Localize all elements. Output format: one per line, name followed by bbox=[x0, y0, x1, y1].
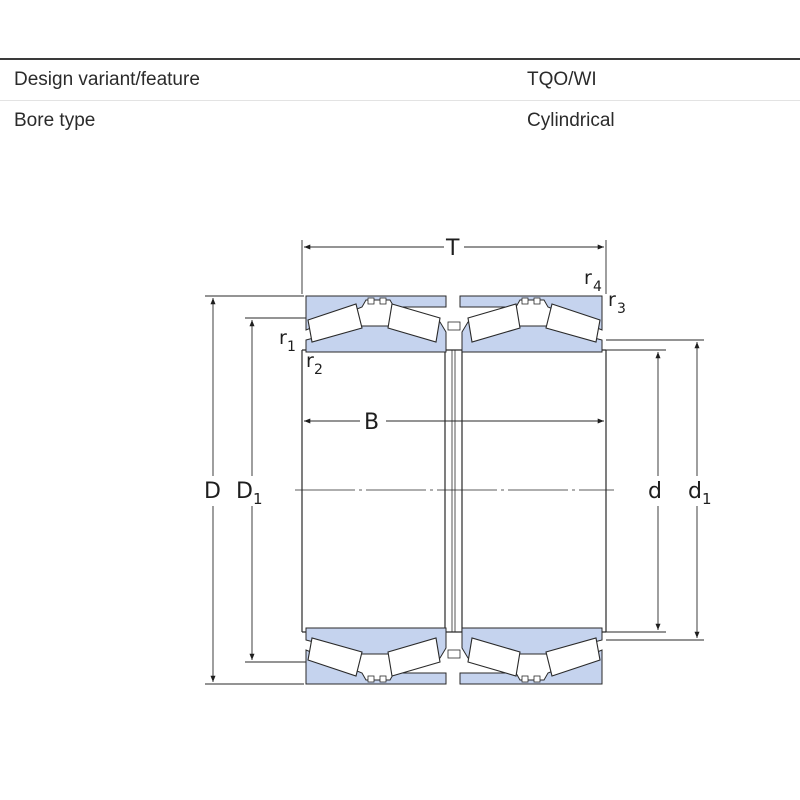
label-d1-subscript: 1 bbox=[702, 490, 712, 508]
spec-label: Design variant/feature bbox=[14, 69, 200, 90]
label-r4: r bbox=[584, 267, 592, 289]
label-r2: r bbox=[306, 350, 314, 372]
label-r2-subscript: 2 bbox=[314, 362, 323, 378]
spec-value: TQO/WI bbox=[527, 69, 597, 90]
label-T: T bbox=[445, 236, 460, 261]
top-section bbox=[305, 295, 603, 353]
label-B: B bbox=[364, 410, 379, 435]
roller-top-4 bbox=[545, 303, 601, 343]
label-d1: d bbox=[688, 479, 702, 504]
roller-top-3 bbox=[467, 303, 521, 343]
spec-label: Bore type bbox=[14, 110, 96, 131]
roller-top-1 bbox=[307, 303, 363, 343]
spec-row-bore-type: Bore type Cylindrical bbox=[0, 100, 800, 141]
label-r3: r bbox=[608, 289, 616, 311]
label-d: d bbox=[648, 479, 662, 504]
label-r4-subscript: 4 bbox=[593, 279, 602, 295]
table-top-rule bbox=[0, 58, 800, 60]
label-r3-subscript: 3 bbox=[617, 301, 626, 317]
bore-outline bbox=[301, 349, 607, 633]
label-r1-subscript: 1 bbox=[287, 339, 296, 355]
bottom-section bbox=[305, 627, 603, 685]
outer-ring-top-right bbox=[459, 295, 603, 331]
spec-value: Cylindrical bbox=[527, 110, 615, 131]
label-r1: r bbox=[279, 327, 287, 349]
specification-table: Design variant/feature TQO/WI Bore type … bbox=[0, 58, 800, 141]
label-D1-subscript: 1 bbox=[253, 490, 263, 508]
roller-top-2 bbox=[387, 303, 441, 343]
label-D1: D bbox=[236, 479, 253, 504]
spec-row-design-variant: Design variant/feature TQO/WI bbox=[0, 60, 800, 100]
label-D: D bbox=[204, 479, 221, 504]
